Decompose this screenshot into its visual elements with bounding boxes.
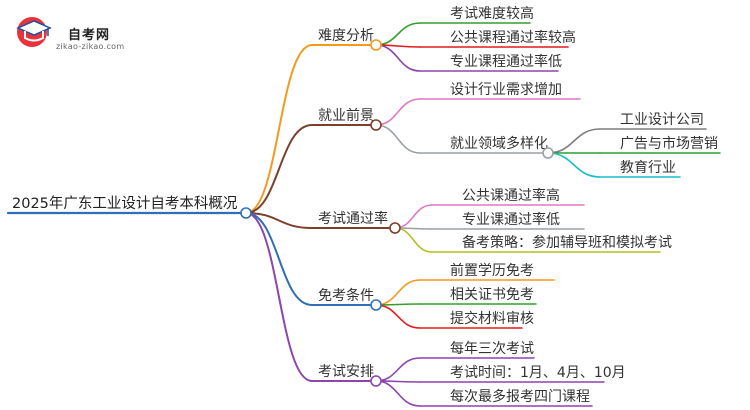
logo-subtitle: zikao-zikao.com	[56, 42, 125, 51]
branch-topic: 考试通过率	[318, 210, 388, 227]
branch-connector	[245, 212, 313, 229]
child-connector	[375, 304, 421, 329]
child-topic: 公共课通过率高	[462, 187, 560, 204]
child-topic: 设计行业需求增加	[450, 82, 562, 98]
child-topic: 提交材料审核	[450, 310, 534, 327]
child-connector	[375, 98, 421, 126]
branch-connector	[245, 212, 313, 306]
child-topic: 考试时间：1月、4月、10月	[450, 365, 626, 381]
grandchild-topic: 工业设计公司	[620, 112, 704, 128]
child-connector	[394, 227, 433, 253]
child-connector	[375, 279, 421, 306]
site-logo[interactable]: 自考网 zikao-zikao.com	[12, 10, 142, 51]
grandchild-topic: 教育行业	[620, 160, 676, 176]
collapse-node[interactable]	[370, 375, 382, 387]
child-topic: 就业领域多样化	[450, 135, 548, 152]
child-topic: 相关证书免考	[450, 287, 534, 303]
graduation-cap-icon	[16, 17, 52, 47]
child-connector	[375, 380, 421, 407]
child-connector	[375, 44, 421, 72]
grandchild-connector	[547, 128, 601, 154]
child-connector	[375, 124, 421, 154]
child-connector	[375, 22, 421, 46]
child-topic: 每年三次考试	[450, 341, 534, 357]
child-topic: 备考策略：参加辅导班和模拟考试	[462, 234, 672, 251]
grandchild-connector	[547, 152, 601, 178]
collapse-node[interactable]	[542, 147, 554, 159]
child-topic: 专业课通过率低	[462, 211, 560, 228]
branch-connector	[245, 212, 313, 382]
child-connector	[375, 357, 421, 382]
child-topic: 考试难度较高	[450, 5, 534, 22]
child-topic: 专业课程通过率低	[450, 53, 562, 70]
branch-topic: 免考条件	[318, 287, 374, 304]
collapse-node[interactable]	[370, 299, 382, 311]
branch-topic: 就业前景	[318, 107, 374, 124]
child-topic: 每次最多报考四门课程	[450, 388, 590, 405]
root-topic: 2025年广东工业设计自考本科概况	[12, 195, 238, 212]
collapse-node[interactable]	[370, 39, 382, 51]
collapse-node[interactable]	[389, 222, 401, 234]
child-connector	[394, 204, 433, 229]
branch-connector	[245, 44, 313, 214]
child-topic: 前置学历免考	[450, 262, 534, 279]
child-topic: 公共课程通过率较高	[450, 29, 576, 46]
collapse-node[interactable]	[370, 119, 382, 131]
logo-title: 自考网	[68, 28, 111, 43]
branch-topic: 难度分析	[318, 28, 374, 44]
branch-topic: 考试安排	[318, 364, 374, 380]
branch-connector	[245, 124, 313, 214]
root-collapse-node[interactable]	[240, 207, 252, 219]
grandchild-topic: 广告与市场营销	[620, 135, 718, 152]
